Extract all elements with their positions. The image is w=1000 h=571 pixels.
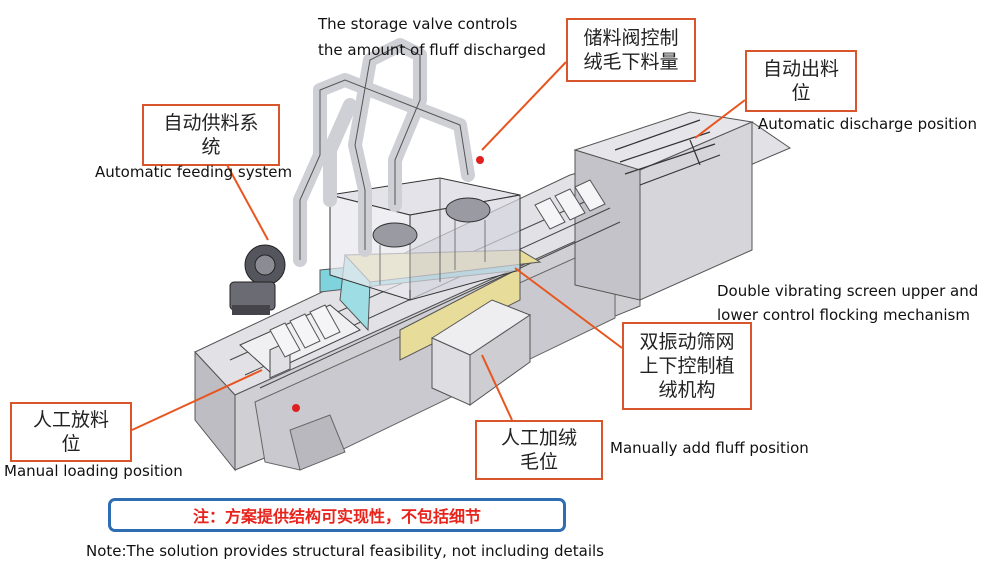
auto-discharge-cn-line1: 自动出料 <box>762 58 839 80</box>
manual-fluff-en: Manually add fluff position <box>610 439 809 457</box>
auto-discharge-en: Automatic discharge position <box>758 115 977 133</box>
auto-feed-cn-line1: 自动供料系 <box>163 112 259 134</box>
auto-feed-en: Automatic feeding system <box>95 163 293 181</box>
manual-load-en: Manual loading position <box>4 462 183 480</box>
stop-button-icon <box>292 404 300 412</box>
indicator-light <box>476 156 484 164</box>
manual-load-cn-line1: 人工放料 <box>32 409 109 431</box>
storage-valve-callout: 储料阀控制 绒毛下料量 <box>566 18 696 82</box>
control-box <box>430 299 532 406</box>
auto-feed-callout: 自动供料系 统 <box>142 104 280 166</box>
leader-lines <box>131 61 746 431</box>
blower-motor <box>229 244 286 315</box>
auto-feed-cn-line2: 统 <box>201 136 221 158</box>
storage-valve-cn-line2: 绒毛下料量 <box>583 51 679 73</box>
double-screen-cn-line1: 双振动筛网 <box>639 331 735 353</box>
manual-load-callout: 人工放料 位 <box>10 402 132 462</box>
tray-slots-right <box>534 179 606 230</box>
feed-pipes-outline <box>299 44 469 260</box>
note-cn: 注：方案提供结构可实现性，不包括细节 <box>192 507 481 526</box>
double-screen-callout: 双振动筛网 上下控制植 绒机构 <box>622 322 752 410</box>
storage-valve-cn-line1: 储料阀控制 <box>583 27 679 49</box>
manual-fluff-cn-line2: 毛位 <box>519 451 558 473</box>
tray-slots-left <box>269 304 341 358</box>
note-box: 注：方案提供结构可实现性，不包括细节 <box>108 498 566 532</box>
double-screen-en-line2: lower control flocking mechanism <box>717 306 970 324</box>
double-screen-cn-line2: 上下控制植 <box>639 355 735 377</box>
double-screen-en-line1: Double vibrating screen upper and <box>717 282 979 300</box>
auto-discharge-callout: 自动出料 位 <box>745 50 857 112</box>
storage-valve-en-line2: the amount of fluff discharged <box>318 41 546 59</box>
storage-valve-en-line1: The storage valve controls <box>318 15 518 33</box>
note-en: Note:The solution provides structural fe… <box>86 542 604 560</box>
manual-fluff-cn-line1: 人工加绒 <box>500 427 577 449</box>
manual-fluff-callout: 人工加绒 毛位 <box>475 420 603 480</box>
auto-discharge-cn-line2: 位 <box>791 82 811 104</box>
double-screen-cn-line3: 绒机构 <box>658 379 716 401</box>
manual-load-cn-line2: 位 <box>61 433 81 455</box>
